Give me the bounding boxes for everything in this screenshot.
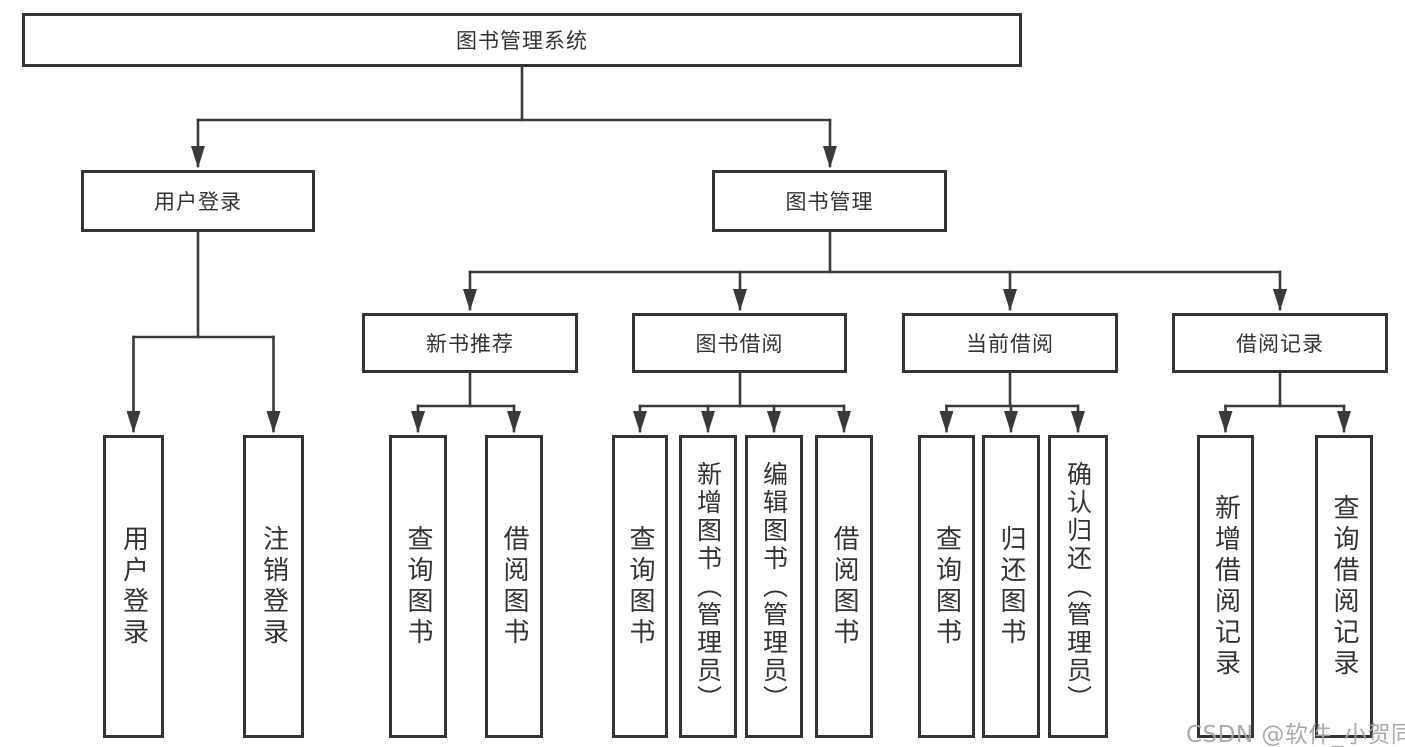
- leaf-bb-edit-books-admin: 编辑图书（管理员）: [745, 435, 803, 738]
- node-user-login: 用户登录: [81, 170, 315, 232]
- node-borrow-record: 借阅记录: [1172, 313, 1388, 373]
- leaf-cb-confirm-return-admin: 确认归还（管理员）: [1048, 435, 1108, 738]
- leaf-nbr-query-books: 查询图书: [389, 435, 447, 738]
- leaf-logout: 注销登录: [243, 435, 304, 738]
- leaf-cb-return-books: 归还图书: [982, 435, 1040, 738]
- node-root: 图书管理系统: [22, 13, 1022, 67]
- leaf-bb-query-books: 查询图书: [612, 435, 668, 738]
- leaf-bb-add-books-admin: 新增图书（管理员）: [679, 435, 737, 738]
- leaf-cb-query-books: 查询图书: [918, 435, 975, 738]
- node-current-borrow: 当前借阅: [902, 313, 1118, 373]
- leaf-br-add-record: 新增借阅记录: [1197, 435, 1254, 738]
- node-new-book-recommend: 新书推荐: [362, 313, 578, 373]
- leaf-br-query-record: 查询借阅记录: [1315, 435, 1373, 738]
- leaf-user-login: 用户登录: [103, 435, 164, 738]
- leaf-bb-borrow-books: 借阅图书: [815, 435, 873, 738]
- node-book-management: 图书管理: [712, 170, 947, 232]
- node-book-borrow: 图书借阅: [632, 313, 847, 373]
- csdn-watermark: CSDN @软件_小贺同学: [1186, 722, 1405, 747]
- leaf-nbr-borrow-books: 借阅图书: [485, 435, 543, 738]
